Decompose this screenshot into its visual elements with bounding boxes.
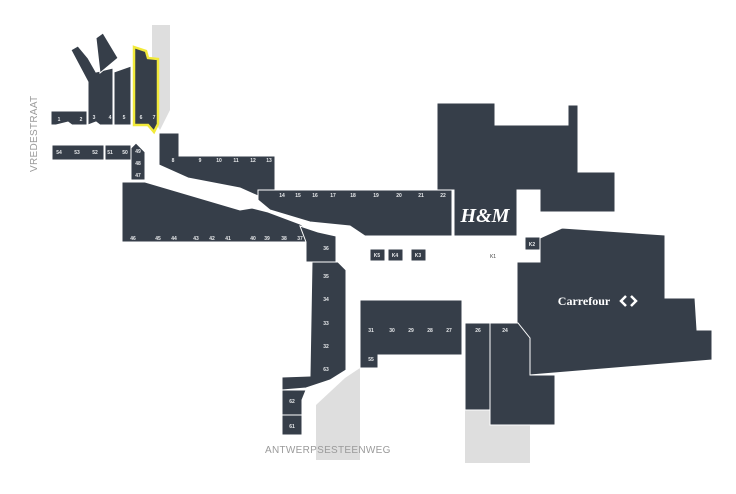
unit-label: K2 [529, 242, 536, 248]
unit-label: 61 [289, 424, 295, 430]
unit-label: 14 [279, 193, 285, 199]
unit-label: 26 [475, 328, 481, 334]
unit-label: 13 [266, 158, 272, 164]
street-label-vredestraat: VREDESTRAAT [29, 96, 40, 172]
unit-26[interactable] [464, 322, 491, 411]
unit-label: 45 [155, 236, 161, 242]
unit-label: 22 [440, 193, 446, 199]
unit-1-2[interactable] [50, 110, 88, 126]
unit-label: 36 [323, 246, 329, 252]
unit-label: 3 [93, 115, 96, 121]
unit-label: 17 [330, 193, 336, 199]
unit-62[interactable] [281, 389, 307, 416]
unit-carrefour[interactable] [516, 227, 713, 376]
unit-label: 37 [297, 236, 303, 242]
unit-label: 43 [193, 236, 199, 242]
unit-label: 2 [80, 117, 83, 123]
unit-5[interactable] [113, 65, 132, 126]
unit-label: 34 [323, 297, 329, 303]
unit-label: 12 [250, 158, 256, 164]
unit-label: 6 [140, 115, 143, 121]
unit-label: K4 [392, 253, 399, 259]
unit-label: 30 [389, 328, 395, 334]
unit-label: 8 [172, 158, 175, 164]
unit-24[interactable] [489, 322, 556, 426]
unit-label: K5 [374, 253, 381, 259]
unit-label: 44 [171, 236, 177, 242]
unit-label: 5 [123, 115, 126, 121]
unit-label: 39 [264, 236, 270, 242]
unit-label: 52 [92, 150, 98, 156]
unit-label: 24 [502, 328, 508, 334]
unit-4-wing[interactable] [95, 32, 119, 74]
carrefour-icon [619, 295, 638, 307]
unit-label: 4 [109, 115, 112, 121]
unit-14-22[interactable] [257, 189, 453, 237]
hm-logo: H&M [460, 205, 511, 227]
unit-61[interactable] [281, 414, 303, 436]
unit-label: 53 [74, 150, 80, 156]
unit-label: 29 [408, 328, 414, 334]
unit-label: 21 [418, 193, 424, 199]
unit-k3[interactable] [410, 248, 427, 262]
unit-label: 32 [323, 344, 329, 350]
unit-k4[interactable] [387, 248, 404, 262]
unit-k5[interactable] [369, 248, 386, 262]
unit-label: 50 [122, 150, 128, 156]
unit-label: 41 [225, 236, 231, 242]
unit-label: 46 [130, 236, 136, 242]
unit-label: 18 [350, 193, 356, 199]
unit-label: K1 [490, 254, 496, 260]
walkway-south-west [316, 368, 360, 460]
unit-label: 40 [250, 236, 256, 242]
unit-label: 38 [281, 236, 287, 242]
unit-36[interactable] [299, 225, 337, 263]
unit-label: 9 [199, 158, 202, 164]
unit-label: 7 [153, 115, 156, 121]
unit-label: 27 [446, 328, 452, 334]
unit-label: K3 [415, 253, 422, 259]
unit-label: 19 [373, 193, 379, 199]
unit-46-37[interactable] [121, 181, 307, 243]
unit-label: 42 [209, 236, 215, 242]
unit-3-4[interactable] [70, 45, 114, 126]
unit-54-52[interactable] [51, 144, 105, 161]
unit-label: 48 [135, 161, 141, 167]
unit-label: 55 [368, 357, 374, 363]
unit-label: 10 [216, 158, 222, 164]
unit-label: 11 [233, 158, 239, 164]
unit-label: 35 [323, 274, 329, 280]
street-label-antwerpsesteenweg: ANTWERPSESTEENWEG [265, 445, 391, 456]
unit-label: 47 [135, 173, 141, 179]
unit-49-47[interactable] [130, 142, 146, 181]
unit-label: 15 [295, 193, 301, 199]
unit-label: 51 [107, 150, 113, 156]
carrefour-logo: Carrefour [558, 294, 611, 308]
unit-label: 1 [58, 117, 61, 123]
unit-label: 63 [323, 367, 329, 373]
unit-6-7-selected[interactable] [132, 45, 160, 135]
unit-31-27[interactable] [359, 299, 463, 369]
unit-label: 54 [56, 150, 62, 156]
unit-label: 49 [135, 149, 141, 155]
unit-label: 62 [289, 399, 295, 405]
unit-hm[interactable] [436, 102, 616, 237]
unit-label: 33 [323, 321, 329, 327]
unit-35-63[interactable] [281, 261, 347, 391]
unit-label: 16 [312, 193, 318, 199]
unit-label: 31 [368, 328, 374, 334]
unit-label: 20 [396, 193, 402, 199]
unit-label: 28 [427, 328, 433, 334]
unit-labels: 1 2 3 4 5 6 7 8 9 10 11 12 13 14 15 16 1… [56, 115, 535, 430]
